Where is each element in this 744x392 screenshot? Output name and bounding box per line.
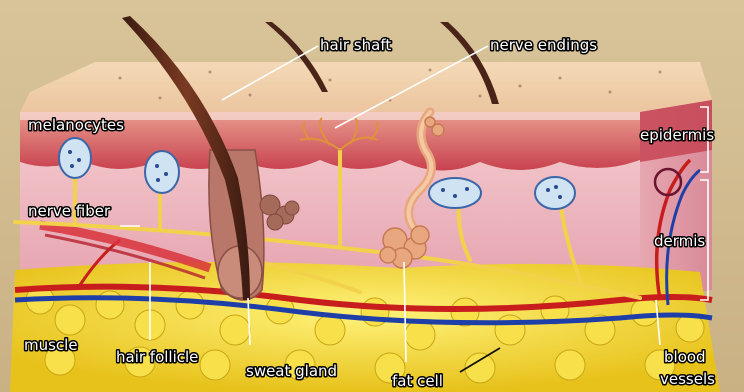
- skin-surface: [20, 62, 712, 112]
- label-hair-follicle: hair follicle: [116, 348, 198, 366]
- label-blood-vessels-line1: blood: [664, 348, 706, 366]
- label-sweat-gland: sweat gland: [246, 362, 337, 380]
- label-fat-cell: fat cell: [392, 372, 443, 390]
- label-epidermis: epidermis: [640, 126, 714, 144]
- label-muscle: muscle: [24, 336, 78, 354]
- label-nerve-fiber: nerve fiber: [28, 202, 111, 220]
- label-dermis: dermis: [654, 232, 705, 250]
- label-hair-shaft: hair shaft: [320, 36, 391, 54]
- label-melanocytes: melanocytes: [28, 116, 124, 134]
- label-blood-vessels-line2: vessels: [660, 370, 715, 388]
- label-nerve-endings: nerve endings: [490, 36, 597, 54]
